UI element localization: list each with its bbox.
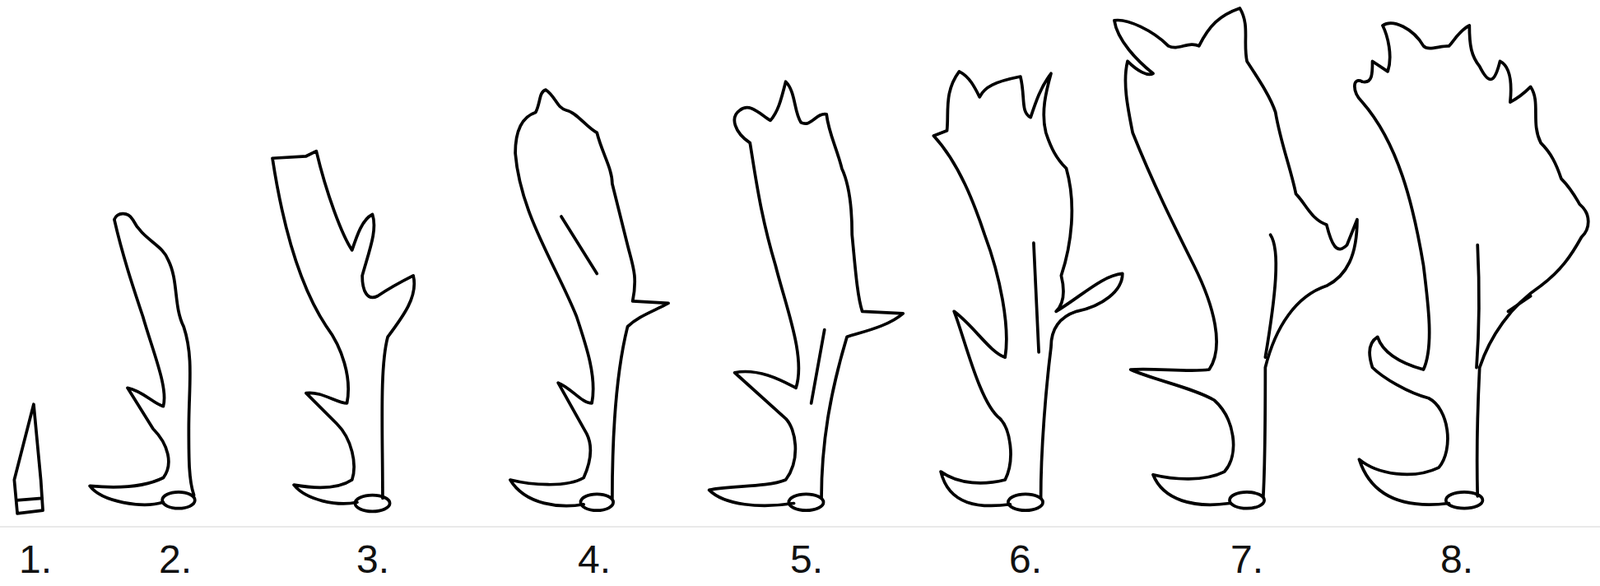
stage-number: 2. <box>158 539 192 580</box>
stage-number: 3. <box>356 539 390 580</box>
stage-number: 7. <box>1230 539 1264 580</box>
stage-number: 8. <box>1440 539 1474 580</box>
stage-number: 6. <box>1009 539 1042 580</box>
stage-number: 1. <box>18 539 52 580</box>
stage-number: 4. <box>577 539 611 580</box>
stage-number: 5. <box>790 539 824 580</box>
